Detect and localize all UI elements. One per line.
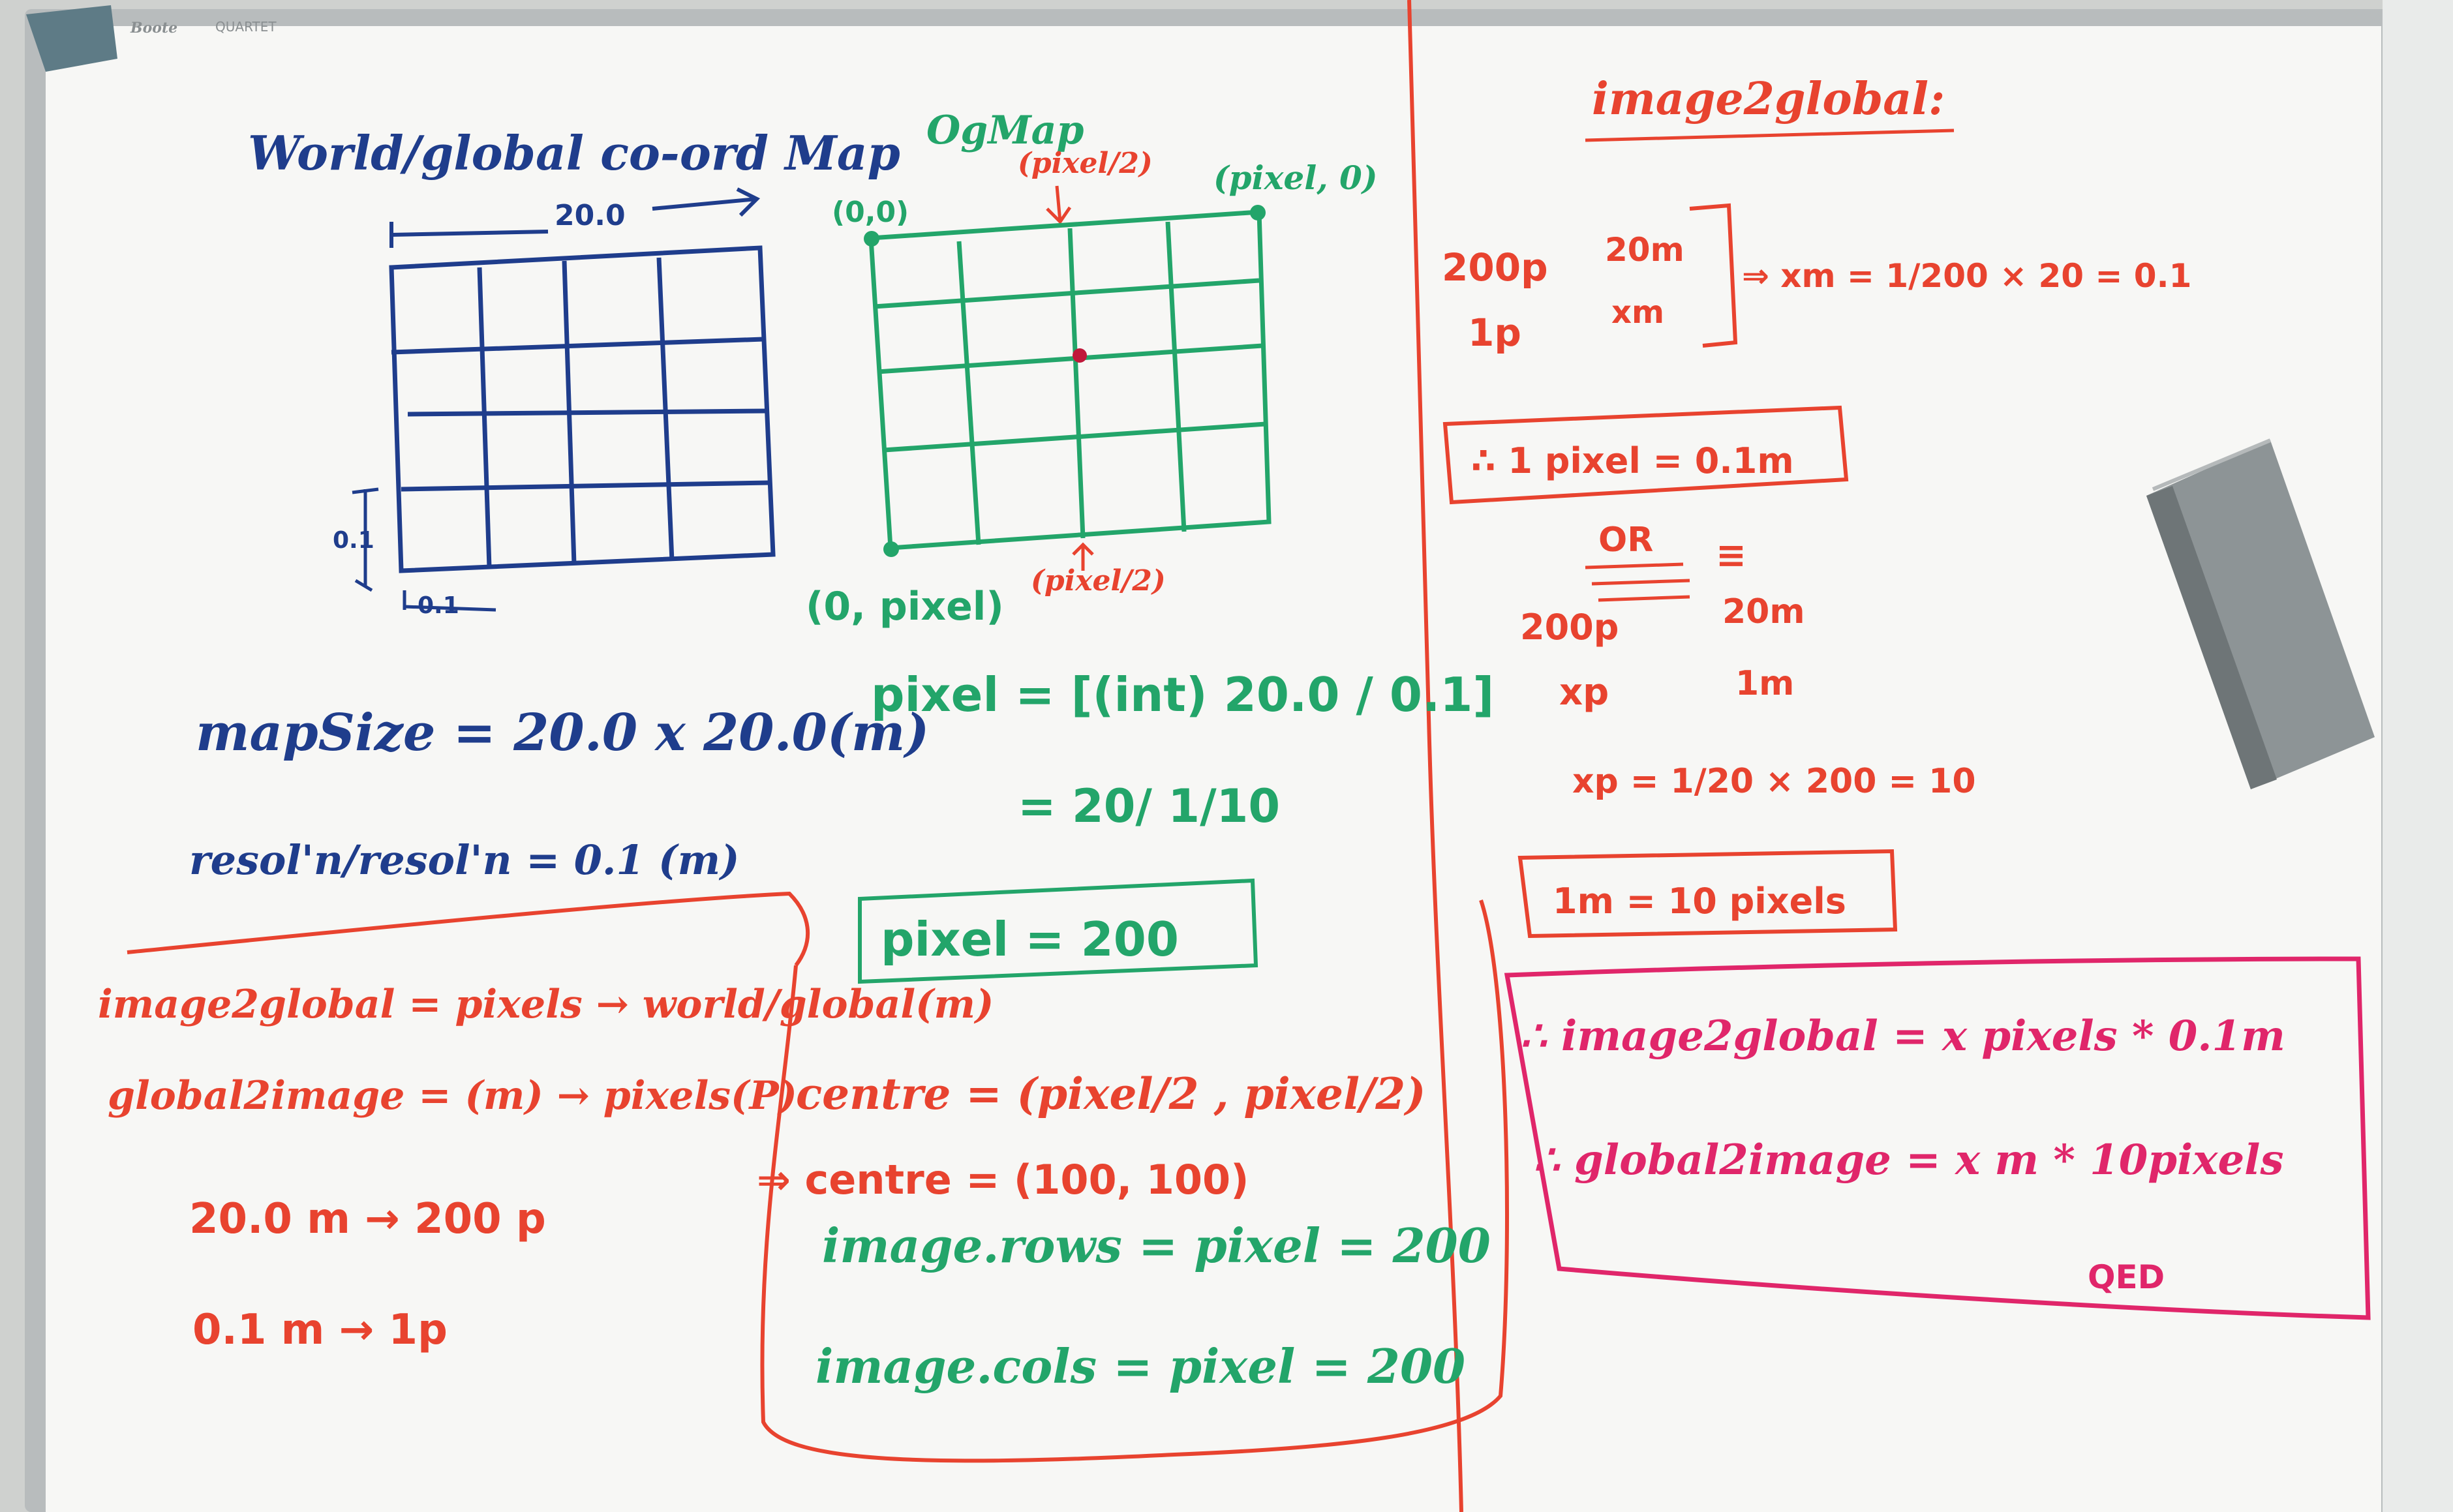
- definition-line-2: global2image = (m) → pixels(P): [108, 1073, 797, 1119]
- ratio-b2: xm: [1611, 294, 1664, 331]
- ratio-c2: 20m: [1722, 592, 1805, 631]
- definition-line-3: 20.0 m → 200 p: [189, 1195, 546, 1243]
- world-map-cell-width: 0.1: [418, 592, 459, 619]
- boxed-result-2: 1m = 10 pixels: [1517, 849, 1898, 939]
- centre-box-outline: [760, 900, 1509, 1463]
- summary-line-2: ∴ global2image = x m * 10pixels: [1533, 1136, 2284, 1185]
- corner-cap: [26, 5, 117, 72]
- frame-brand-left: Boote: [130, 20, 177, 37]
- or-underline: [1585, 562, 1690, 602]
- ogmap-top-right-label: (pixel, 0): [1213, 159, 1378, 197]
- world-map-width-label: 20.0: [555, 199, 626, 232]
- centre-line-2: ⇒ centre = (100, 100): [757, 1156, 1249, 1203]
- world-map-title: World/global co-ord Map: [248, 125, 900, 181]
- ratio-d2: 1m: [1735, 664, 1794, 703]
- frame-brand-right: QUARTET: [215, 19, 277, 35]
- eraser: [2146, 438, 2375, 789]
- centre-line-3: image.rows = pixel = 200: [822, 1218, 1491, 1273]
- divider-line: [1407, 0, 1463, 1512]
- ogmap-corner-dot: [1250, 205, 1266, 220]
- equiv-symbol: ≡: [1716, 534, 1746, 577]
- pixel-formula: pixel = [(int) 20.0 / 0.1]: [871, 667, 1494, 722]
- ratio-bracket: [1689, 203, 1738, 348]
- ratio-c1: 200p: [1520, 607, 1619, 648]
- pixel-result-box: pixel = 200: [858, 878, 1258, 984]
- ogmap-grid: [868, 209, 1272, 551]
- ratio-result: ⇒ xm = 1/200 × 20 = 0.1: [1742, 257, 2191, 295]
- qed-label: QED: [2088, 1258, 2165, 1296]
- ratio-a2: 20m: [1605, 231, 1684, 269]
- ogmap-top-mid-label: (pixel/2): [1018, 147, 1153, 180]
- world-map-cell-height: 0.1: [333, 527, 374, 554]
- summary-box: ∴ image2global = x pixels * 0.1m ∴ globa…: [1504, 956, 2371, 1320]
- ogmap-title: OgMap: [926, 108, 1084, 153]
- world-map-grid: [389, 245, 776, 573]
- right-wall: [2383, 0, 2453, 1512]
- ratio-b1: 1p: [1468, 310, 1521, 355]
- right-title: image2global:: [1592, 73, 1945, 125]
- board-surface: [46, 26, 2381, 1512]
- right-title-underline: [1585, 129, 1955, 142]
- ratio-result-2: xp = 1/20 × 200 = 10: [1572, 762, 1976, 801]
- definition-line-4: 0.1 m → 1p: [192, 1306, 448, 1354]
- definition-line-1: image2global = pixels → world/global(m): [98, 982, 994, 1027]
- summary-line-1: ∴ image2global = x pixels * 0.1m: [1520, 1012, 2285, 1061]
- definitions-top-rule: [127, 891, 810, 967]
- world-map-cell-markers: [352, 487, 496, 612]
- ogmap-centre-dot: [1073, 348, 1087, 363]
- ogmap-bottom-mid-arrow: [1072, 542, 1094, 571]
- pixel-result: pixel = 200: [881, 912, 1179, 967]
- ogmap-top-mid-arrow: [1046, 185, 1072, 224]
- boxed-result-1: ∴ 1 pixel = 0.1m: [1442, 405, 1849, 505]
- boxed-result-2-text: 1m = 10 pixels: [1553, 881, 1846, 922]
- ratio-d1: xp: [1559, 671, 1609, 714]
- resolution-formula: resol'n/resol'n = 0.1 (m): [189, 836, 739, 884]
- boxed-result-1-text: ∴ 1 pixel = 0.1m: [1471, 440, 1794, 481]
- ratio-a1: 200p: [1442, 245, 1548, 290]
- ogmap-bottom-left-label: (0, pixel): [806, 584, 1004, 629]
- ogmap-bottom-mid-label: (pixel/2): [1031, 564, 1166, 597]
- ogmap-top-left-label: (0,0): [832, 196, 909, 229]
- world-map-width-arrow: [389, 187, 761, 248]
- map-size-formula: mapSize = 20.0 x 20.0(m): [196, 703, 929, 763]
- pixel-step: = 20/ 1/10: [1018, 779, 1280, 833]
- ogmap-corner-dot: [883, 541, 899, 557]
- ogmap-corner-dot: [864, 231, 879, 247]
- centre-line-1: centre = (pixel/2 , pixel/2): [796, 1068, 1425, 1119]
- centre-line-4: image.cols = pixel = 200: [815, 1338, 1465, 1394]
- or-label: OR: [1598, 521, 1653, 560]
